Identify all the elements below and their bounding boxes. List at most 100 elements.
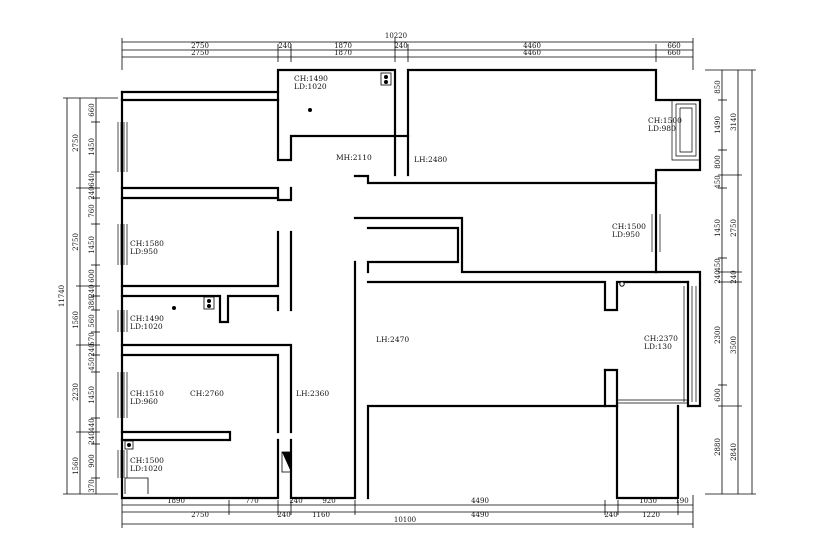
dim-left-380: 380 <box>88 296 96 309</box>
wall-top-left <box>120 68 397 177</box>
window-left-2 <box>117 224 128 265</box>
dim-right-2300: 2300 <box>714 326 722 344</box>
dim-left-660: 660 <box>88 103 96 116</box>
window-left-5 <box>117 450 128 478</box>
label-ch-1490-top: CH:1490 <box>294 74 328 83</box>
dim-right2-3500: 3500 <box>730 336 738 354</box>
dim-top-overall: 10220 <box>385 32 407 40</box>
dim-right2-2750: 2750 <box>730 219 738 237</box>
walls <box>120 68 702 500</box>
dim-bottom-1890: 1890 <box>167 497 185 505</box>
label-ld-980: LD:980 <box>648 124 676 133</box>
wall-balcony-sill <box>603 368 619 408</box>
dim-right-1450: 1450 <box>714 219 722 237</box>
dim-bottom-770: 770 <box>245 497 258 505</box>
dim-bottom2-1220: 1220 <box>642 511 660 519</box>
dim-left-760: 760 <box>88 204 96 217</box>
label-ld-1020-top: LD:1020 <box>294 82 327 91</box>
dim-right-1490: 1490 <box>714 116 722 134</box>
bath-mid-fixture <box>172 296 215 310</box>
wall-top-right <box>406 68 702 185</box>
window-bedroom3-right <box>651 214 661 252</box>
dim-bottom-240: 240 <box>289 497 302 505</box>
wall-hall-right <box>289 260 357 500</box>
dim-top2-4460: 4460 <box>523 49 541 57</box>
dim-left-240-c: 240 <box>88 343 96 356</box>
dim-ticks-bottom <box>121 495 694 528</box>
dim-left-240-d: 240 <box>88 431 96 444</box>
dim-top-240-b: 240 <box>394 42 407 50</box>
label-ld-960: LD:960 <box>130 397 158 406</box>
label-lh-2480: LH:2480 <box>414 155 447 164</box>
window-left-1 <box>117 122 128 172</box>
dim-right2-240: 240 <box>730 270 738 283</box>
dim-left-1450-b: 1450 <box>88 236 96 254</box>
dim-ticks-right <box>705 69 756 495</box>
dim-left-440: 440 <box>88 418 96 431</box>
dim-right-850: 850 <box>714 80 722 93</box>
dim-ticks-top <box>121 38 694 70</box>
dim-top-240-a: 240 <box>278 42 291 50</box>
room-labels: CH:1490 LD:1020 MH:2110 LH:2480 CH:1500 … <box>130 74 682 473</box>
dim-bottom-190: 190 <box>675 497 688 505</box>
dim-right-450-b: 450 <box>714 258 722 271</box>
wall-living-right-jamb <box>603 368 619 408</box>
wall-bedroom2-right <box>120 230 280 288</box>
wall-bath-mid-bottom <box>120 343 293 434</box>
window-balcony-right <box>683 286 697 402</box>
dim-left-570: 570 <box>88 332 96 345</box>
label-ch-2370: CH:2370 <box>644 334 678 343</box>
wall-bedroom3-top <box>353 174 658 185</box>
dim-right2-3140: 3140 <box>730 113 738 131</box>
label-ch-1500-mr: CH:1500 <box>612 222 646 231</box>
label-mh: MH:2110 <box>336 153 372 162</box>
dim-right-800: 800 <box>714 155 722 168</box>
dim-right-450-a: 450 <box>714 175 722 188</box>
dim-bottom2-1160: 1160 <box>312 511 330 519</box>
label-ld-1020-mid: LD:1020 <box>130 322 163 331</box>
fixtures <box>124 72 625 494</box>
dim-left-1450-c: 1450 <box>88 386 96 404</box>
window-left-4 <box>117 372 128 418</box>
living-corner-mark <box>619 281 625 287</box>
label-ld-130: LD:130 <box>644 342 672 351</box>
dim-top-660: 660 <box>667 42 680 50</box>
dim-top2-660: 660 <box>667 49 680 57</box>
windows <box>117 100 700 478</box>
dim-top2-1870: 1870 <box>334 49 352 57</box>
label-ch-1490-mid: CH:1490 <box>130 314 164 323</box>
top-dimensions: 10220 2750 240 1870 240 4460 660 2750 18… <box>121 32 694 70</box>
label-ch-1500-bl: CH:1500 <box>130 456 164 465</box>
window-balcony-bottom <box>617 399 688 404</box>
dim-ticks-left <box>63 97 118 495</box>
wall-bedroom4-bottom <box>353 216 658 274</box>
dim-bottom-4490: 4490 <box>471 497 489 505</box>
label-ld-1020-bl: LD:1020 <box>130 464 163 473</box>
dim-bottom-1030: 1030 <box>639 497 657 505</box>
dim-left-640: 640 <box>88 173 96 186</box>
dim-top2-2750: 2750 <box>191 49 209 57</box>
label-lh-2360: LH:2360 <box>296 389 329 398</box>
label-ld-950-mr: LD:950 <box>612 230 640 239</box>
wall-bedroom4-inner <box>366 226 460 274</box>
right-dimensions: 850 1490 800 450 1450 450 240 2300 600 2… <box>705 69 756 495</box>
dim-top-4460: 4460 <box>523 42 541 50</box>
dim-left-240-a: 240 <box>88 186 96 199</box>
dim-bottom-920: 920 <box>322 497 335 505</box>
left-dimensions: 11740 2750 2750 1560 2230 1560 660 1450 … <box>58 97 118 495</box>
bath-top-fixture <box>308 72 392 112</box>
wall-living-left-top <box>120 353 280 434</box>
dim-bottom2-4490: 4490 <box>471 511 489 519</box>
label-ch-2760: CH:2760 <box>190 389 224 398</box>
dim-bottom-overall: 10100 <box>394 516 416 524</box>
kitchen-fixture <box>124 440 149 494</box>
dim-left-240-b: 240 <box>88 284 96 297</box>
dim-left2-2230: 2230 <box>72 383 80 401</box>
dim-left-560: 560 <box>88 314 96 327</box>
bottom-dimensions: 1890 770 240 920 4490 1030 190 2750 240 … <box>121 495 694 528</box>
dim-right-600: 600 <box>714 388 722 401</box>
wall-bath-top <box>276 90 397 162</box>
dim-left-600: 600 <box>88 269 96 282</box>
wall-bedroom1-bottom <box>120 186 293 202</box>
